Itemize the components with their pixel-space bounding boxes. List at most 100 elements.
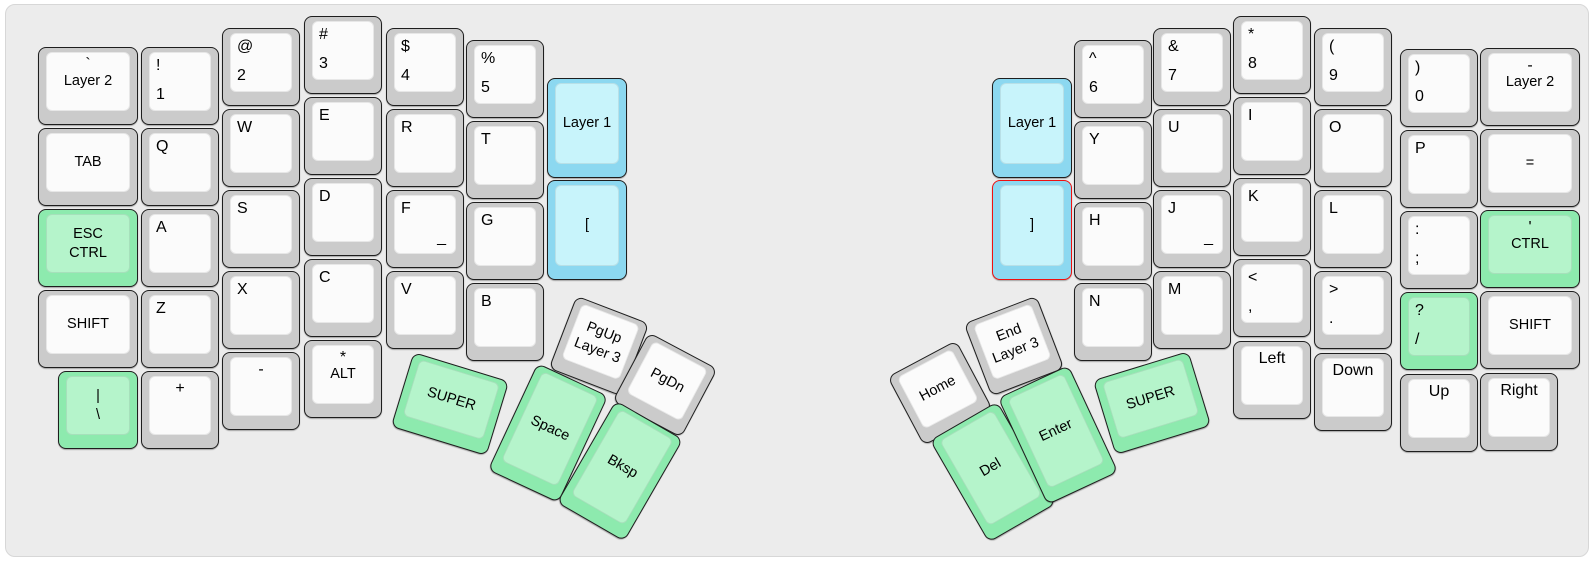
key-o[interactable]: O — [1314, 109, 1392, 187]
key-t[interactable]: T — [466, 121, 544, 199]
key-b[interactable]: B — [466, 283, 544, 361]
key-l[interactable]: L — [1314, 190, 1392, 268]
key-q[interactable]: Q — [141, 128, 219, 206]
keytop: !1 — [149, 52, 211, 111]
key-percent-5[interactable]: %5 — [466, 40, 544, 118]
key-label-tc: - — [1527, 57, 1533, 74]
key-minus-layer2[interactable]: -Layer 2 — [1480, 48, 1580, 126]
key-label-line: Enter — [1036, 415, 1076, 446]
keytop: F_ — [394, 195, 456, 254]
keytop: Left — [1241, 346, 1303, 405]
key-d[interactable]: D — [304, 178, 382, 256]
key-label-tl: G — [481, 212, 494, 229]
keytop: @2 — [230, 33, 292, 92]
key-asterisk-alt[interactable]: *ALT — [304, 340, 382, 418]
key-quote-ctrl[interactable]: 'CTRL — [1480, 210, 1580, 288]
key-f[interactable]: F_ — [386, 190, 464, 268]
key-open-bracket[interactable]: [ — [547, 180, 627, 280]
key-at-2[interactable]: @2 — [222, 28, 300, 106]
key-arrow-down[interactable]: Down — [1314, 353, 1392, 431]
key-m[interactable]: M — [1153, 271, 1231, 349]
key-grave-layer2[interactable]: `Layer 2 — [38, 47, 138, 125]
key-minus-left[interactable]: - — [222, 352, 300, 430]
key-label-tl: D — [319, 188, 331, 205]
key-tab[interactable]: TAB — [38, 128, 138, 206]
key-label-line: Layer 2 — [1505, 74, 1555, 91]
keytop: >. — [1322, 276, 1384, 335]
key-a[interactable]: A — [141, 209, 219, 287]
key-pipe-backslash[interactable]: |\ — [58, 371, 138, 449]
key-label-tc: Right — [1500, 382, 1538, 399]
key-label-bl: 9 — [1329, 67, 1338, 84]
key-n[interactable]: N — [1074, 283, 1152, 361]
key-z[interactable]: Z — [141, 290, 219, 368]
key-equals[interactable]: = — [1480, 129, 1580, 207]
key-p[interactable]: P — [1400, 130, 1478, 208]
key-dollar-4[interactable]: $4 — [386, 28, 464, 106]
key-layer1-left[interactable]: Layer 1 — [547, 78, 627, 178]
key-asterisk-8[interactable]: *8 — [1233, 16, 1311, 94]
key-label-tl: ) — [1415, 59, 1421, 76]
key-label-center: Layer 1 — [563, 114, 611, 133]
keytop: = — [1488, 134, 1572, 193]
key-j[interactable]: J_ — [1153, 190, 1231, 268]
key-exclam-1[interactable]: !1 — [141, 47, 219, 125]
key-arrow-up[interactable]: Up — [1400, 374, 1478, 452]
key-plus[interactable]: + — [141, 371, 219, 449]
key-label-tl: % — [481, 50, 496, 67]
key-c[interactable]: C — [304, 259, 382, 337]
key-y[interactable]: Y — [1074, 121, 1152, 199]
key-u[interactable]: U — [1153, 109, 1231, 187]
key-i[interactable]: I — [1233, 97, 1311, 175]
key-close-bracket[interactable]: ] — [992, 180, 1072, 280]
key-label-tl: L — [1329, 200, 1338, 217]
key-label-line: CTRL — [1511, 236, 1549, 253]
key-label-center: TAB — [74, 153, 101, 172]
key-label-line: Space — [528, 412, 573, 445]
key-label-tl: ? — [1415, 302, 1424, 319]
key-s[interactable]: S — [222, 190, 300, 268]
key-colon-semicolon[interactable]: :; — [1400, 211, 1478, 289]
key-r[interactable]: R — [386, 109, 464, 187]
key-label-tl: > — [1329, 281, 1339, 298]
key-less-comma[interactable]: <, — [1233, 259, 1311, 337]
key-e[interactable]: E — [304, 97, 382, 175]
key-label-tl: B — [481, 293, 492, 310]
key-label-center: Space — [527, 412, 572, 446]
key-amp-7[interactable]: &7 — [1153, 28, 1231, 106]
keytop: Z — [149, 295, 211, 354]
key-question-slash[interactable]: ?/ — [1400, 292, 1478, 370]
key-w[interactable]: W — [222, 109, 300, 187]
key-h[interactable]: H — [1074, 202, 1152, 280]
key-label-tl: E — [319, 107, 330, 124]
key-label-tl: Y — [1089, 131, 1100, 148]
key-paren-0[interactable]: )0 — [1400, 49, 1478, 127]
key-label-center: ALT — [330, 365, 356, 384]
key-label-bl: 4 — [401, 67, 410, 84]
key-label-line: PgDn — [647, 365, 688, 397]
key-label-center: Layer 1 — [1008, 114, 1056, 133]
key-layer1-right[interactable]: Layer 1 — [992, 78, 1072, 178]
keytop: $4 — [394, 33, 456, 92]
keytop: E — [312, 102, 374, 161]
key-v[interactable]: V — [386, 271, 464, 349]
key-hash-3[interactable]: #3 — [304, 16, 382, 94]
key-g[interactable]: G — [466, 202, 544, 280]
keytop: H — [1082, 207, 1144, 266]
key-label-line: Bksp — [604, 451, 641, 482]
key-label-tc: Left — [1258, 350, 1286, 367]
key-label-tc: * — [339, 349, 347, 366]
key-caret-6[interactable]: ^6 — [1074, 40, 1152, 118]
key-arrow-left[interactable]: Left — [1233, 341, 1311, 419]
key-shift-left[interactable]: SHIFT — [38, 290, 138, 368]
key-shift-right[interactable]: SHIFT — [1480, 291, 1580, 369]
key-label-bl: 0 — [1415, 88, 1424, 105]
key-k[interactable]: K — [1233, 178, 1311, 256]
key-x[interactable]: X — [222, 271, 300, 349]
key-label-line: Layer 1 — [1007, 115, 1057, 132]
key-arrow-right[interactable]: Right — [1480, 373, 1558, 451]
keytop: )0 — [1408, 54, 1470, 113]
key-paren-9[interactable]: (9 — [1314, 28, 1392, 106]
key-greater-period[interactable]: >. — [1314, 271, 1392, 349]
